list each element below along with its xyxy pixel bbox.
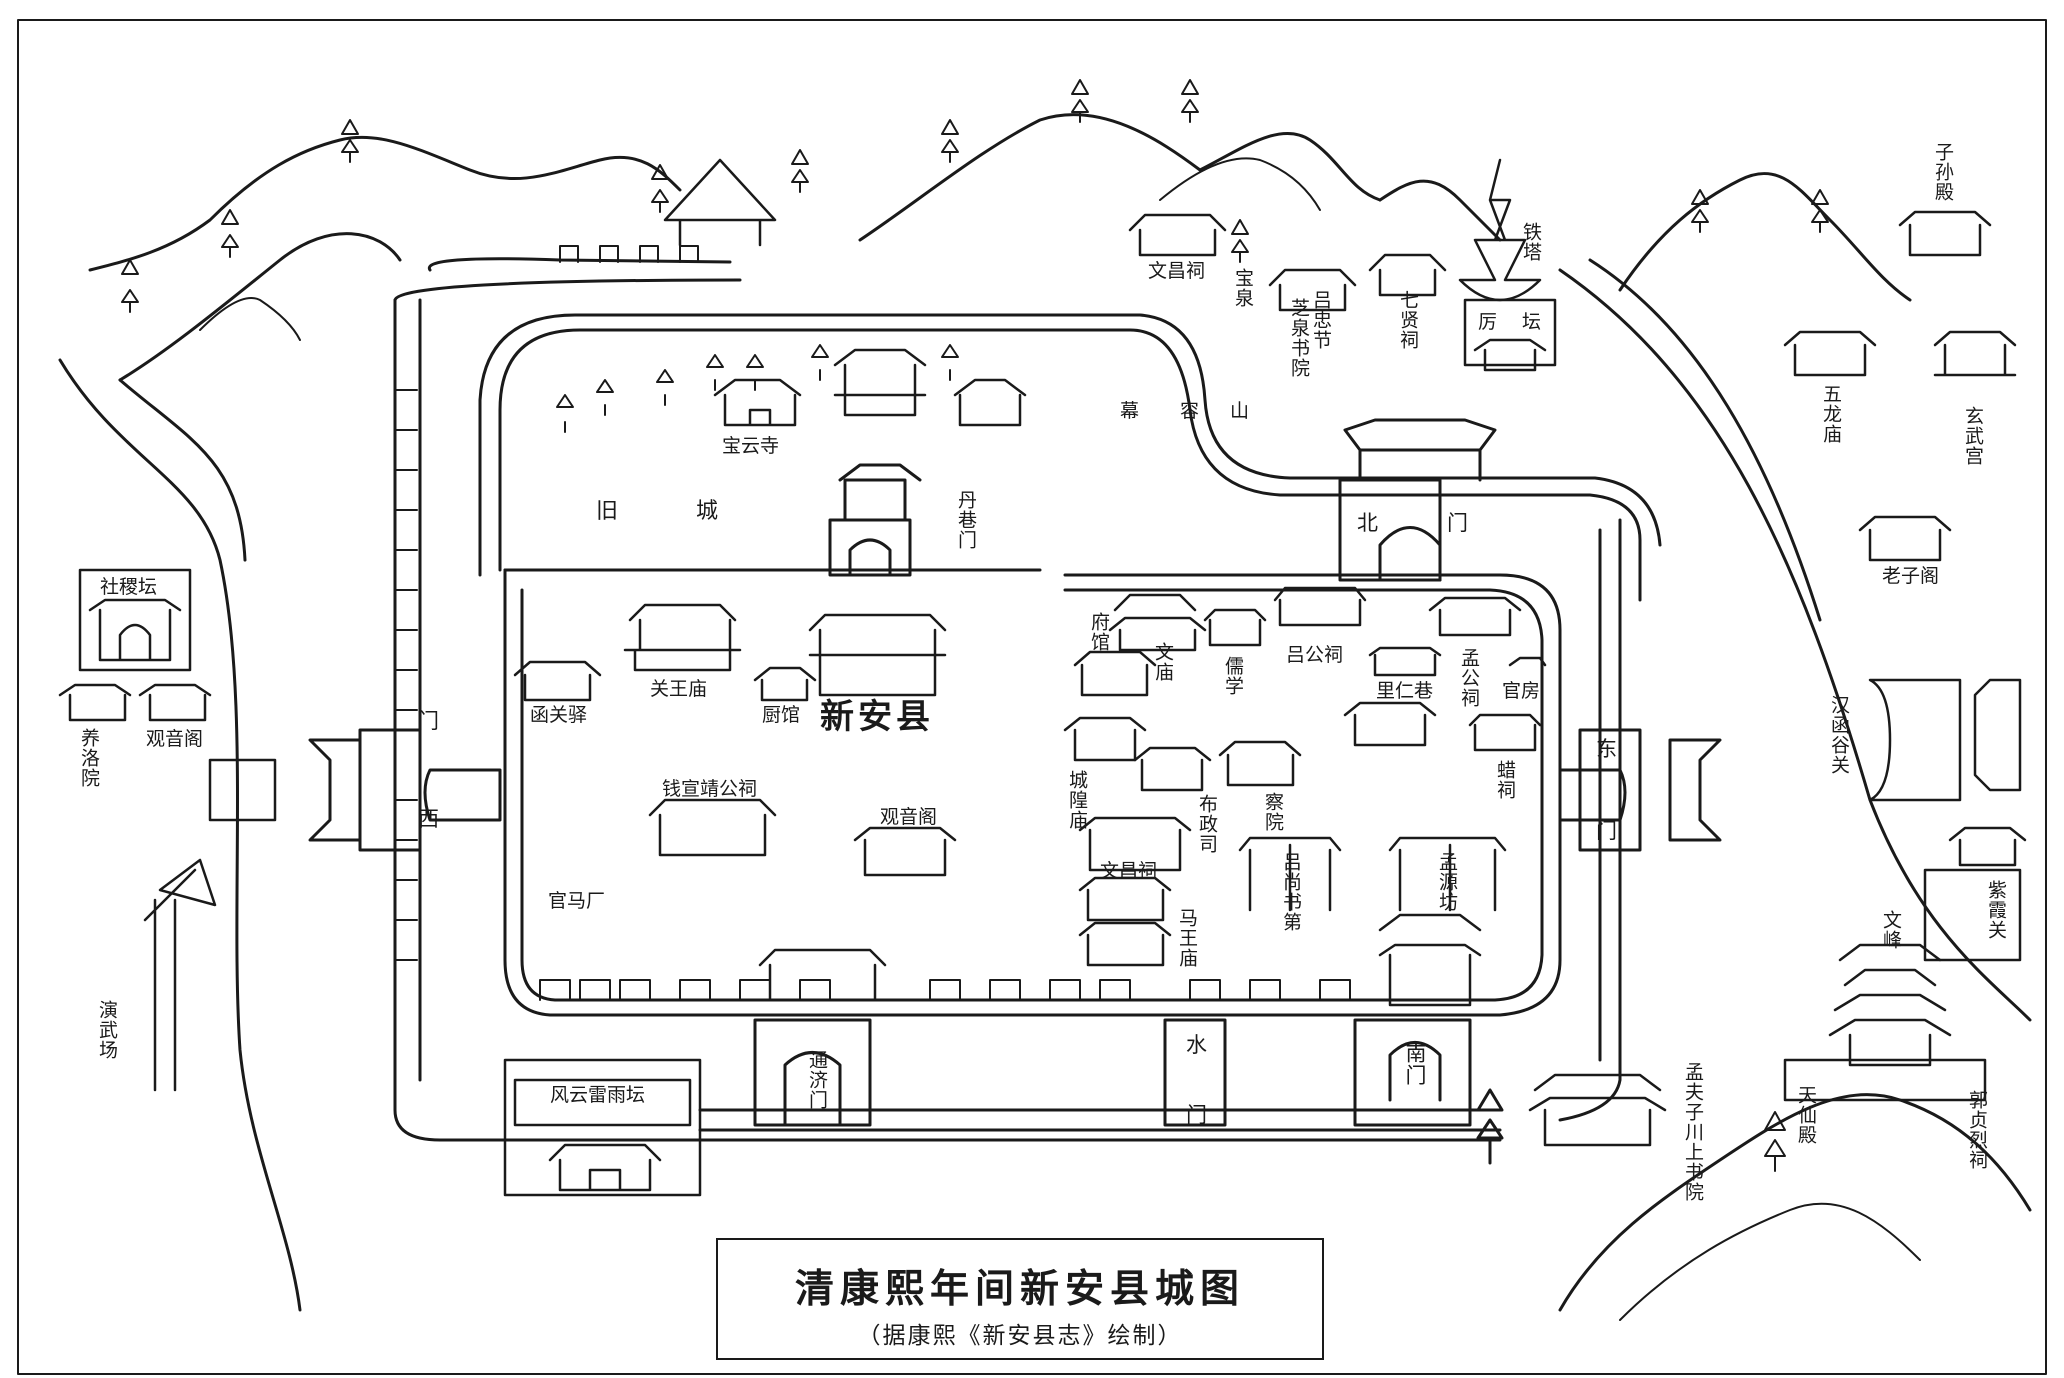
label-guanyinge-west: 观音阁: [146, 728, 204, 750]
north-mountains: [88, 135, 682, 272]
label-fengyunleiyutan: 风云雷雨坛: [550, 1084, 646, 1106]
label-danxiangmen: 丹巷门: [954, 490, 977, 550]
label-mengyuanfang: 孟源坊: [1435, 852, 1458, 912]
label-xuanwugong: 玄武宫: [1961, 406, 1984, 466]
water-gate: [1163, 1018, 1227, 1127]
west-gate: [358, 728, 422, 852]
danxiang-gate: [828, 518, 912, 577]
label-baoquan: 宝泉: [1231, 268, 1254, 308]
label-mawangmiao: 马王庙: [1175, 908, 1198, 968]
label-wulongmiao: 五龙庙: [1819, 384, 1842, 444]
sheji-altar: [78, 568, 192, 672]
label-menggongci: 孟公祠: [1457, 648, 1480, 708]
fengyunleiyu-altar: [503, 1058, 702, 1197]
label-lirenxiang: 里仁巷: [1376, 680, 1434, 702]
label-nanmen: 南门: [1403, 1042, 1428, 1086]
label-zixiaguan: 紫霞关: [1984, 880, 2007, 940]
label-guanfang: 官房: [1502, 680, 1541, 702]
label-shuimen-2: 门: [1186, 1103, 1207, 1127]
hill-pavilion: [663, 158, 777, 247]
west-road: [58, 358, 302, 1312]
label-baoyunsi: 宝云寺: [722, 435, 780, 457]
xinan-county-yamen: [808, 613, 947, 697]
north-gate: [1338, 478, 1442, 582]
map-subtitle: （据康熙《新安县志》绘制）: [857, 1323, 1183, 1349]
li-altar: [1463, 298, 1557, 367]
label-lvgongci: 吕公祠: [1286, 644, 1344, 666]
hangu-pass: [1868, 678, 1962, 802]
east-road: [1558, 268, 2032, 1022]
hall-baoyunsi: [713, 378, 802, 427]
label-qianxuanjinggongci: 钱宣靖公祠: [662, 778, 758, 800]
label-guanwangmiao: 关王庙: [650, 678, 708, 700]
label-murongshan-1: 幕: [1120, 400, 1140, 422]
label-yanwuchang: 演武场: [95, 1000, 118, 1060]
new-city-wall: [503, 568, 1562, 1017]
label-ximen-2: 门: [418, 709, 439, 733]
label-litan-2: 坛: [1522, 311, 1542, 333]
label-hanguanyi: 函关驿: [530, 704, 588, 726]
label-zhiquanshuyuan: 芝泉书院: [1287, 298, 1310, 378]
label-jiucheng-2: 城: [696, 499, 719, 524]
label-litan-1: 厉: [1478, 311, 1498, 333]
drill-ground-flag: [143, 858, 217, 1092]
label-lvzhongjie: 吕忠节: [1309, 290, 1332, 350]
label-yangluoyuan: 养洛院: [77, 728, 100, 788]
outer-wall-west: [393, 298, 1502, 1142]
label-laozige: 老子阁: [1882, 565, 1940, 587]
label-wenchangci-top: 文昌祠: [1148, 260, 1206, 282]
label-xinanxian: 新安县: [820, 697, 934, 737]
label-dongmen-2: 门: [1596, 819, 1617, 843]
label-guanmachang: 官马厂: [548, 890, 606, 912]
label-beimen-1: 北: [1357, 511, 1378, 535]
label-shuimen-1: 水: [1186, 1033, 1207, 1057]
hall-wenchang-top: [1128, 213, 1227, 257]
label-guozhenlieci: 郭贞烈祠: [1965, 1090, 1988, 1170]
label-guanyinge: 观音阁: [880, 806, 938, 828]
zixia-pass: [1923, 868, 2022, 962]
label-chuguan: 厨馆: [762, 704, 801, 726]
label-chayuan: 察院: [1261, 792, 1284, 832]
outer-wall-east: [1558, 518, 1622, 1122]
iron-pagoda: [1458, 158, 1542, 302]
label-chenghuangmiao: 城隍庙: [1065, 770, 1088, 830]
wenfeng-pagoda: [1828, 943, 1952, 1067]
south-gate: [1353, 1018, 1472, 1127]
label-dongmen-1: 东: [1596, 737, 1617, 761]
label-zisundian: 子孙殿: [1931, 142, 1954, 202]
map-title: 清康熙年间新安县城图: [794, 1266, 1245, 1312]
label-ximen-1: 西: [418, 807, 439, 831]
label-tieta: 铁塔: [1519, 222, 1542, 262]
tongji-gate: [753, 1018, 872, 1127]
east-gate: [1578, 728, 1642, 852]
label-murongshan-3: 山: [1230, 400, 1250, 422]
label-shejitan: 社稷坛: [100, 576, 158, 598]
label-wenfeng: 文峰: [1879, 910, 1902, 950]
label-buzhengsi: 布政司: [1195, 794, 1218, 854]
label-fuguan: 府馆: [1087, 612, 1110, 652]
label-zhaci: 蜡祠: [1493, 760, 1516, 800]
map-frame: [17, 19, 2047, 1375]
outer-wall-top: [427, 257, 732, 272]
label-mengfuzi: 孟夫子川上书院: [1681, 1062, 1704, 1202]
label-tongjimen: 通济门: [805, 1050, 828, 1110]
label-jiucheng-1: 旧: [596, 499, 619, 524]
west-road-gatehouse: [208, 758, 277, 822]
title-box: 清康熙年间新安县城图 （据康熙《新安县志》绘制）: [716, 1238, 1324, 1360]
label-tianxiandian: 天仙殿: [1794, 1085, 1817, 1145]
label-hanhanguguan: 汉函谷关: [1827, 695, 1850, 775]
old-city-wall: [498, 328, 1642, 602]
label-beimen-2: 门: [1447, 511, 1468, 535]
label-wenmiao: 文庙: [1151, 642, 1174, 682]
label-wenchangci: 文昌祠: [1100, 860, 1158, 882]
label-ruxue: 儒学: [1221, 656, 1244, 696]
label-qixianci: 七贤祠: [1396, 290, 1419, 350]
label-murongshan-2: 容: [1180, 400, 1200, 422]
label-lvshangshudi: 吕尚书第: [1279, 852, 1302, 932]
